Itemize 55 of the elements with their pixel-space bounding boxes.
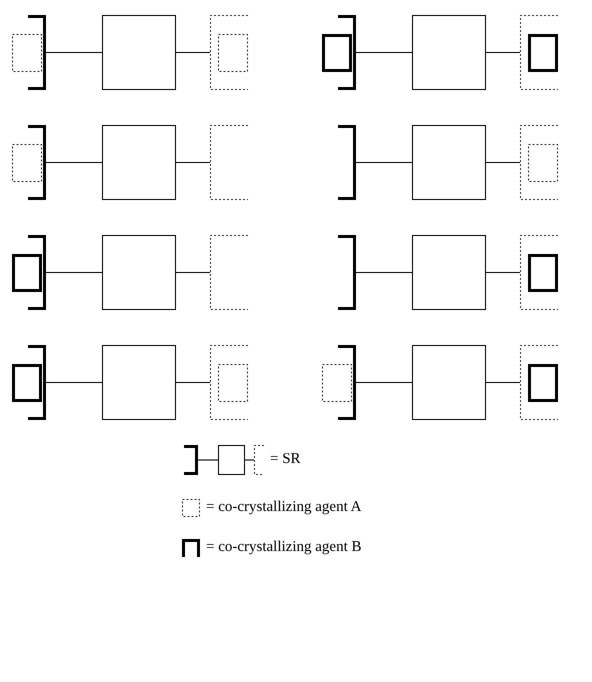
- open-bracket: [338, 235, 356, 310]
- connector-line: [176, 52, 210, 53]
- connector-line: [46, 162, 102, 163]
- large-square: [102, 125, 176, 200]
- open-bracket: [28, 125, 46, 200]
- small-square: [12, 254, 42, 292]
- open-bracket: [520, 345, 558, 420]
- connector-line: [356, 272, 412, 273]
- connector-line: [176, 162, 210, 163]
- small-square: [528, 144, 558, 182]
- small-square: [530, 256, 556, 290]
- open-bracket: [28, 345, 46, 420]
- large-square: [102, 15, 176, 90]
- open-bracket: [338, 125, 356, 200]
- connector-line: [486, 52, 520, 53]
- open-bracket: [210, 235, 248, 310]
- legend-text: = SR: [270, 451, 301, 468]
- connector-line: [486, 382, 520, 383]
- open-bracket: [520, 15, 558, 90]
- connector-line: [356, 52, 412, 53]
- connector-line: [486, 272, 520, 273]
- legend-text: = co-crystallizing agent A: [206, 499, 362, 516]
- small-square: [218, 364, 248, 402]
- small-square: [322, 364, 352, 402]
- open-bracket: [210, 125, 248, 200]
- large-square: [412, 15, 486, 90]
- open-bracket: [520, 125, 558, 200]
- connector-line: [176, 272, 210, 273]
- open-bracket: [520, 235, 558, 310]
- open-bracket: [338, 15, 356, 90]
- small-square: [12, 144, 42, 182]
- open-bracket: [28, 15, 46, 90]
- connector-line: [486, 162, 520, 163]
- small-square: [530, 36, 556, 70]
- connector-line: [176, 382, 210, 383]
- large-square: [102, 235, 176, 310]
- connector-line: [356, 382, 412, 383]
- connector-line: [356, 162, 412, 163]
- small-square: [12, 34, 42, 72]
- open-bracket: [210, 15, 248, 90]
- open-bracket: [210, 345, 248, 420]
- large-square: [102, 345, 176, 420]
- connector-line: [46, 382, 102, 383]
- large-square: [412, 235, 486, 310]
- connector-line: [46, 52, 102, 53]
- large-square: [412, 345, 486, 420]
- small-square: [530, 366, 556, 400]
- small-square: [218, 34, 248, 72]
- legend-text: = co-crystallizing agent B: [206, 539, 362, 556]
- small-square: [322, 34, 352, 72]
- small-square: [12, 364, 42, 402]
- large-square: [412, 125, 486, 200]
- open-bracket: [338, 345, 356, 420]
- open-bracket: [28, 235, 46, 310]
- connector-line: [46, 272, 102, 273]
